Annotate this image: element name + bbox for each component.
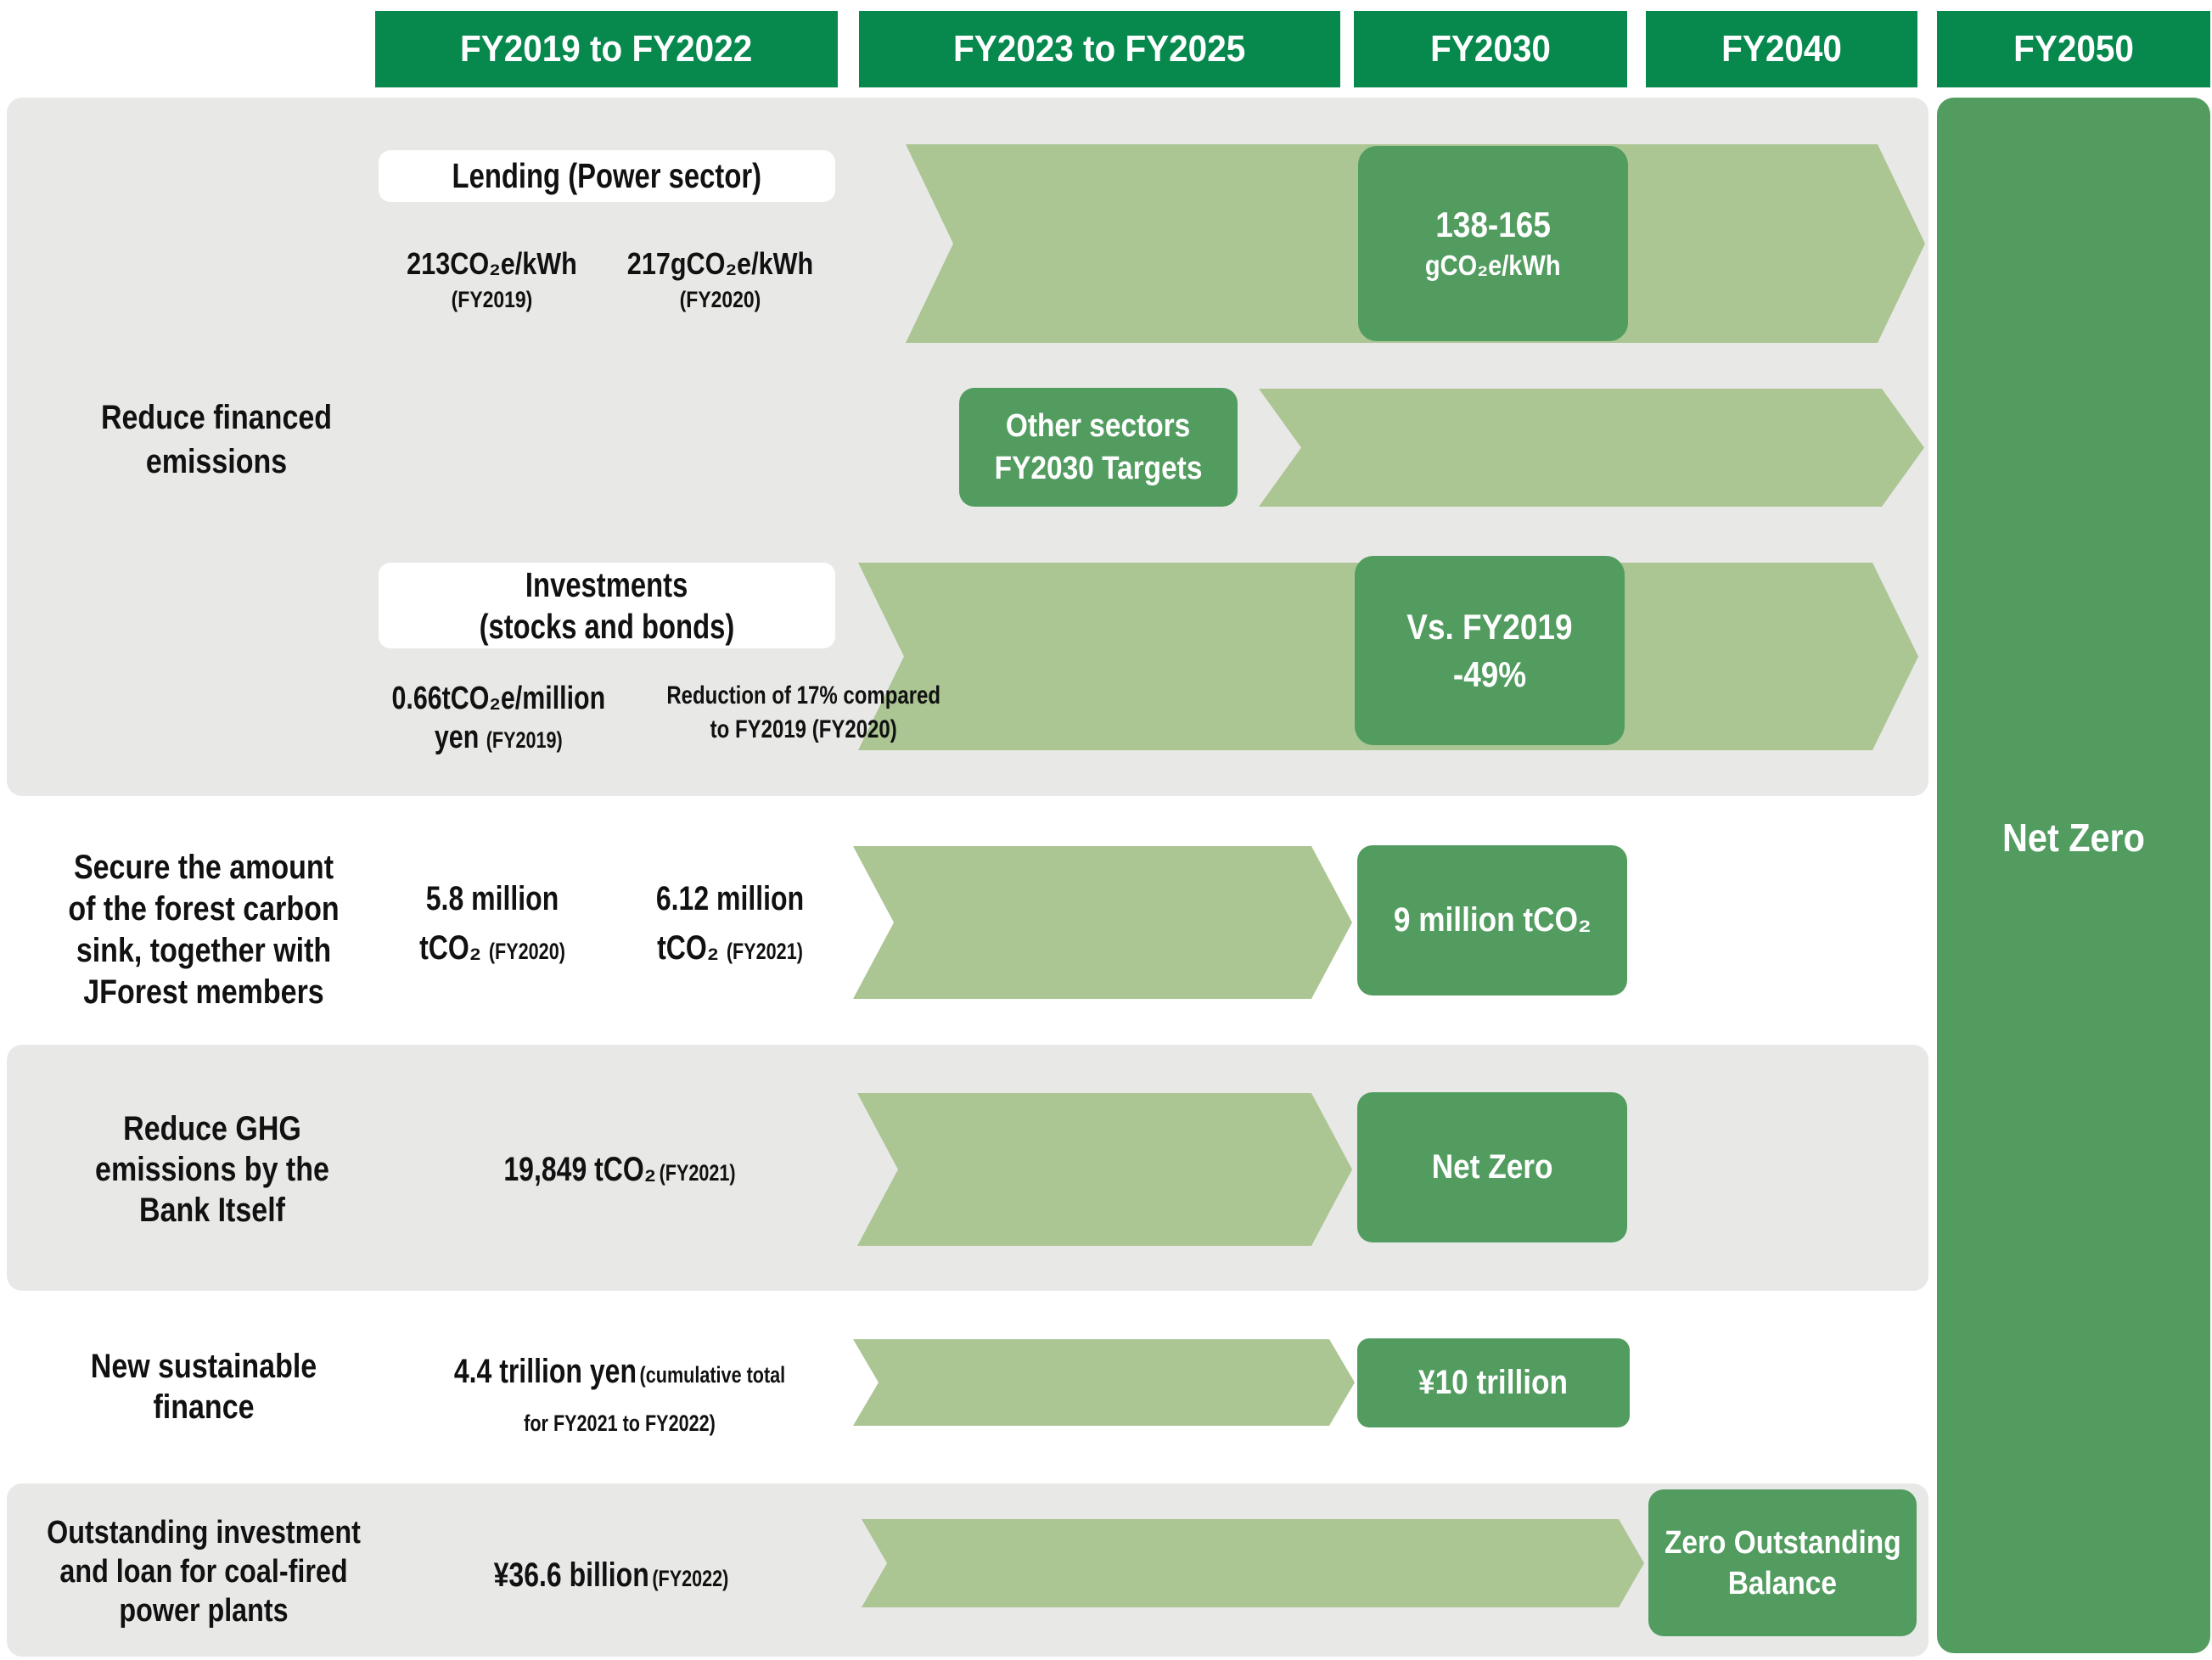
finance-baseline-stat: 4.4 trillion yen (cumulative total for F…	[453, 1353, 786, 1436]
lending-stat-fy2019: 213CO₂e/kWh (FY2019)	[407, 246, 577, 312]
other-sectors-target-box: Other sectors FY2030 Targets	[959, 388, 1238, 507]
row-label-new-sustainable-finance: New sustainable finance	[90, 1348, 317, 1426]
row-label-reduce-ghg-bank: Reduce GHG emissions by the Bank Itself	[95, 1110, 329, 1229]
net-zero-2050-label: Net Zero	[2002, 816, 2145, 860]
coal-baseline-stat: ¥36.6 billion (FY2022)	[493, 1556, 729, 1594]
finance-fy2030-target-box: ¥10 trillion	[1357, 1338, 1630, 1427]
timeline-header-label: FY2040	[1721, 28, 1842, 70]
timeline-header-label: FY2050	[2013, 28, 2134, 70]
finance-progress-arrow	[853, 1339, 1355, 1426]
lending-fy2030-target-box: 138-165 gCO₂e/kWh	[1358, 146, 1628, 341]
row-label-reduce-financed-emissions: Reduce financed emissions	[100, 399, 333, 480]
investments-fy2030-target-box: Vs. FY2019 -49%	[1355, 556, 1625, 745]
timeline-header-label: FY2030	[1430, 28, 1551, 70]
timeline-header-fy2050: FY2050	[1937, 11, 2210, 87]
ghg-fy2030-target-box: Net Zero	[1357, 1092, 1627, 1242]
timeline-header-fy2023-fy2025: FY2023 to FY2025	[859, 11, 1340, 87]
forest-progress-arrow	[853, 846, 1352, 999]
row-label-forest-carbon-sink: Secure the amount of the forest carbon s…	[68, 849, 340, 1011]
lending-power-sector-box: Lending (Power sector)	[379, 150, 835, 202]
forest-baseline-stats: 5.8 million tCO₂ (FY2020) 6.12 million t…	[373, 874, 849, 976]
forest-stat-fy2021: 6.12 million tCO₂ (FY2021)	[655, 880, 805, 967]
forest-fy2030-target-box: 9 million tCO₂	[1357, 845, 1627, 995]
coal-fy2040-target-box: Zero Outstanding Balance	[1648, 1489, 1917, 1636]
ghg-progress-arrow	[857, 1093, 1352, 1246]
investments-box: Investments (stocks and bonds)	[379, 563, 835, 648]
timeline-header-label: FY2019 to FY2022	[460, 28, 753, 70]
fy2050-net-zero-column: Net Zero	[1937, 98, 2210, 1653]
other-sectors-progress-arrow	[1259, 389, 1924, 507]
ghg-baseline-stat: 19,849 tCO₂ (FY2021)	[503, 1151, 736, 1188]
timeline-header-fy2040: FY2040	[1646, 11, 1917, 87]
investments-stat-fy2020: Reduction of 17% compared to FY2019 (FY2…	[665, 681, 940, 743]
timeline-header-fy2019-fy2022: FY2019 to FY2022	[375, 11, 838, 87]
timeline-header-fy2030: FY2030	[1354, 11, 1627, 87]
lending-stat-fy2020: 217gCO₂e/kWh (FY2020)	[626, 246, 814, 312]
lending-baseline-stats: 213CO₂e/kWh (FY2019) 217gCO₂e/kWh (FY202…	[378, 244, 834, 316]
investments-stat-fy2019: 0.66tCO₂e/million yen (FY2019)	[391, 681, 606, 755]
forest-stat-fy2020: 5.8 million tCO₂ (FY2020)	[419, 880, 565, 967]
timeline-header-label: FY2023 to FY2025	[953, 28, 1246, 70]
coal-progress-arrow	[862, 1519, 1644, 1607]
investments-baseline-stats: 0.66tCO₂e/million yen (FY2019) Reduction…	[365, 679, 940, 760]
row-label-coal-outstanding: Outstanding investment and loan for coal…	[47, 1515, 361, 1629]
